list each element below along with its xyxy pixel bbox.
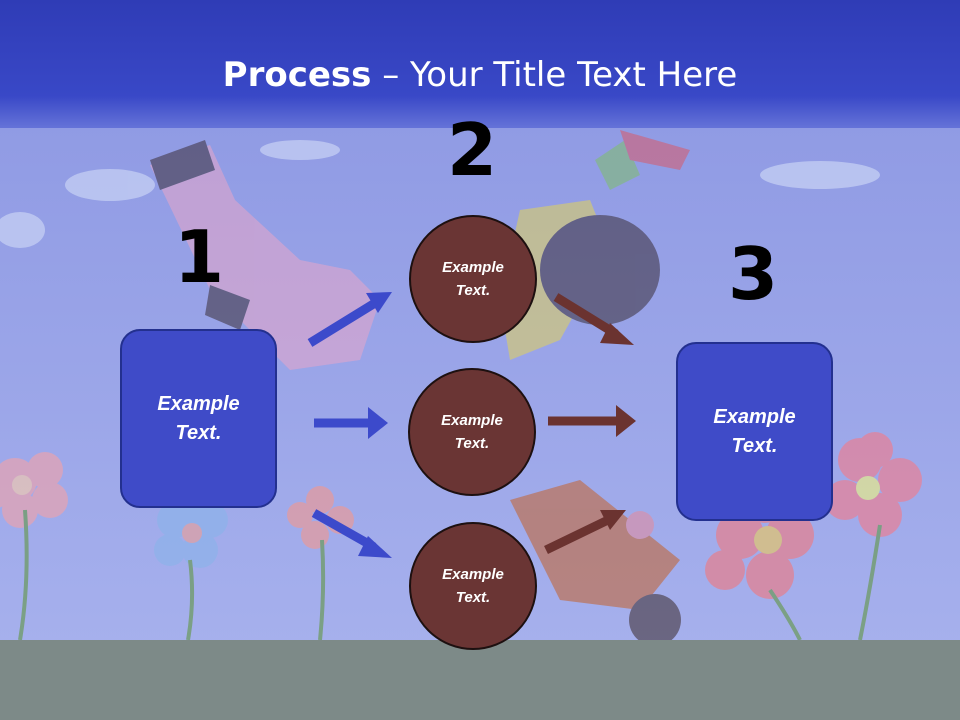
arrow-up-right-blue <box>307 299 378 347</box>
arrows <box>307 292 636 558</box>
arrow-down-right-blue <box>311 509 377 551</box>
arrow-right-brown-head <box>616 405 636 437</box>
step-number-3: 3 <box>727 232 779 316</box>
slide-title: Process – Your Title Text Here <box>0 50 960 100</box>
step-1-box: Example Text. <box>120 329 277 508</box>
arrow-up-right-blue-head <box>366 292 392 313</box>
title-dash: – <box>371 55 411 95</box>
arrow-down-right-blue-head <box>358 536 392 558</box>
circle-bottom: Example Text. <box>409 522 537 650</box>
circle-middle: Example Text. <box>408 368 536 496</box>
step-number-2: 2 <box>446 108 498 192</box>
wheelbarrow <box>510 480 681 646</box>
title-bold: Process <box>222 55 372 95</box>
arrow-down-right-brown <box>553 293 619 338</box>
step-3-box: Example Text. <box>676 342 833 521</box>
title-rest: Your Title Text Here <box>410 55 738 95</box>
arrow-right-blue-head <box>368 407 388 439</box>
circle-top: Example Text. <box>409 215 537 343</box>
arrow-down-right-brown-head <box>600 323 634 345</box>
clouds <box>0 140 880 248</box>
girl-figure <box>150 130 690 370</box>
arrow-up-right-brown-head <box>600 510 626 530</box>
step-number-1: 1 <box>173 215 225 299</box>
arrow-up-right-brown <box>544 515 610 555</box>
